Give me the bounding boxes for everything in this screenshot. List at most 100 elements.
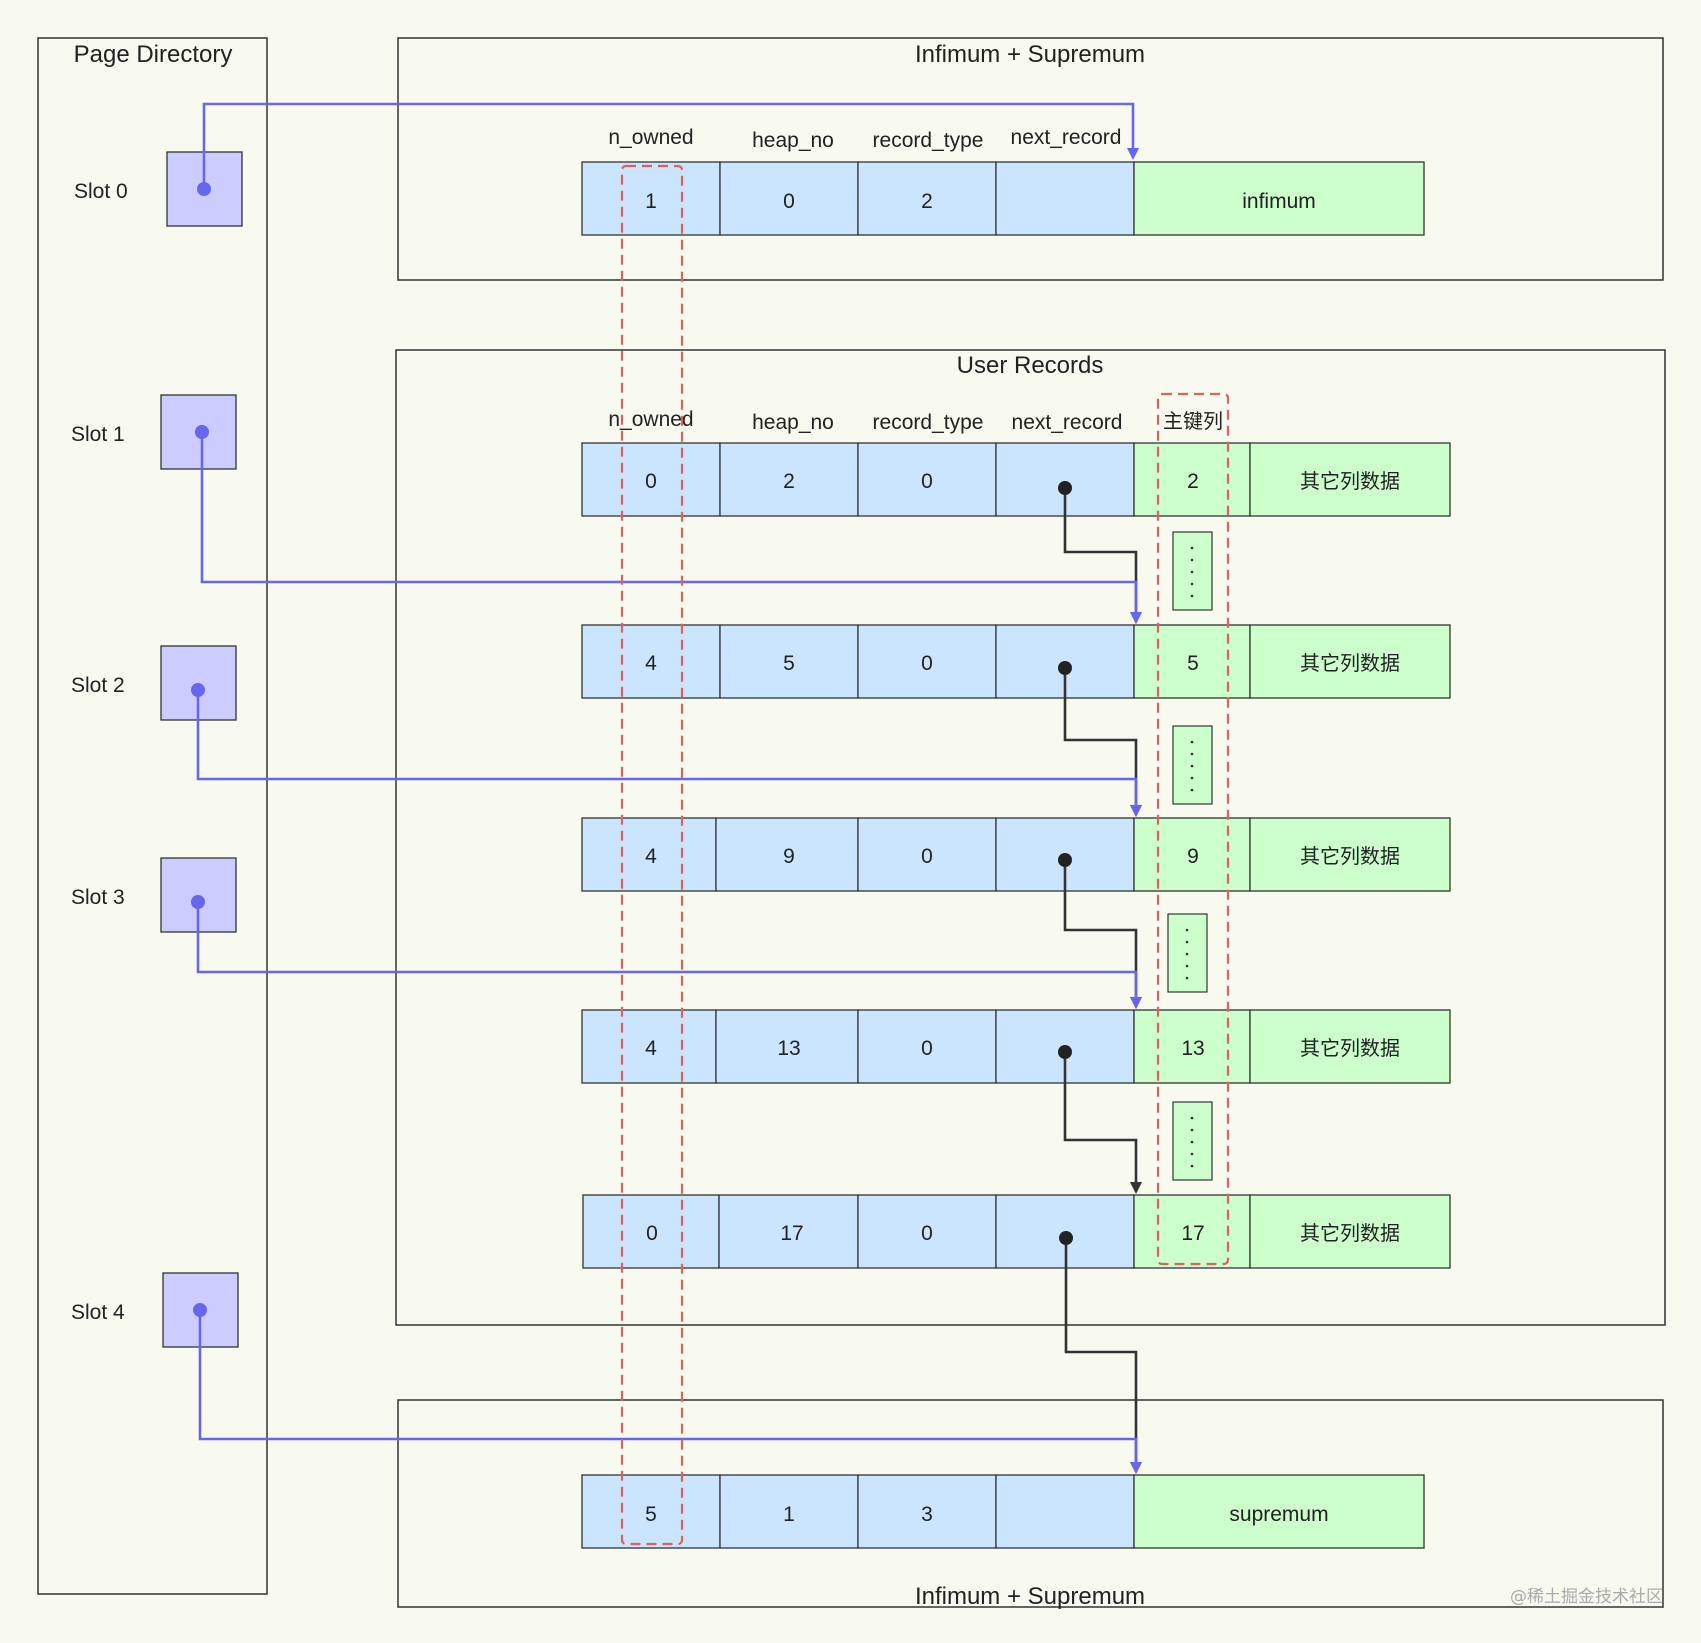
cell-key: [1133, 624, 1251, 699]
cell-record-type: [857, 817, 997, 892]
header-record-type: record_type: [873, 129, 984, 152]
cell-record-type: [857, 442, 997, 517]
value-other: 其它列数据: [1300, 844, 1400, 868]
slot-1-pointer: [200, 432, 1142, 624]
next-record-link-5: [1064, 1238, 1142, 1474]
value-heap-no: 17: [780, 1222, 803, 1245]
value-record-type: 0: [921, 470, 933, 493]
infimum-section-title: Infimum + Supremum: [915, 41, 1145, 68]
cell-heap-no: [719, 624, 859, 699]
pointer-dot: [195, 425, 209, 439]
supremum-record: 5 1 3 supremum: [581, 1474, 1425, 1549]
cell-n-owned: [581, 1474, 721, 1549]
next-record-link-2: [1063, 668, 1142, 817]
cell-n-owned: [581, 1009, 717, 1084]
value-n-owned: 4: [645, 845, 657, 868]
value-n-owned: 0: [646, 1222, 658, 1245]
slot-2: Slot 2: [71, 645, 237, 721]
user-record-row-1: 0 2 0 2 其它列数据: [581, 442, 1451, 517]
cell-other: [1249, 817, 1451, 892]
cell-record-type: [857, 1194, 997, 1269]
cell-n-owned: [581, 161, 721, 236]
value-heap-no: 2: [783, 470, 795, 493]
cell-n-owned: [581, 817, 717, 892]
slot-3: Slot 3: [71, 857, 237, 933]
value-n-owned: 1: [645, 190, 657, 213]
value-other: 其它列数据: [1300, 1221, 1400, 1245]
pointer-dot: [1059, 1231, 1073, 1245]
user-records-header: n_owned heap_no record_type next_record …: [608, 408, 1223, 434]
value-heap-no: 1: [783, 1503, 795, 1526]
cell-payload: [1133, 1474, 1425, 1549]
value-record-type: 0: [921, 1222, 933, 1245]
next-record-link-3: [1063, 860, 1142, 1009]
page-directory-frame: [37, 37, 268, 1595]
value-record-type: 2: [921, 190, 933, 213]
infimum-record: 1 0 2 infimum: [581, 161, 1425, 236]
value-key: 17: [1181, 1222, 1204, 1245]
header-n-owned: n_owned: [608, 126, 693, 149]
user-records-title: User Records: [957, 352, 1104, 379]
header-heap-no: heap_no: [752, 129, 834, 152]
slot-label: Slot 1: [71, 423, 125, 446]
value-heap-no: 13: [777, 1037, 800, 1060]
cell-other: [1249, 1194, 1451, 1269]
value-n-owned: 4: [645, 652, 657, 675]
slot-label: Slot 0: [74, 180, 128, 203]
slot-pointer-links: [191, 102, 1142, 1474]
pointer-dot: [191, 683, 205, 697]
cell-n-owned: [581, 624, 721, 699]
cell-key: [1133, 1194, 1251, 1269]
ellipsis-box-2: [1172, 725, 1213, 805]
header-heap-no: heap_no: [752, 411, 834, 434]
cell-heap-no: [719, 1474, 859, 1549]
value-payload: supremum: [1229, 1503, 1328, 1526]
next-record-link-4: [1063, 1052, 1142, 1194]
pointer-dot: [1058, 853, 1072, 867]
cell-other: [1249, 624, 1451, 699]
header-next-record: next_record: [1012, 411, 1123, 434]
pointer-dot: [191, 895, 205, 909]
slot-3-pointer: [196, 902, 1142, 1009]
infimum-header: n_owned heap_no record_type next_record: [608, 126, 1121, 152]
pointer-dot: [193, 1303, 207, 1317]
slot-0-pointer: [202, 102, 1139, 189]
pointer-dot: [1058, 481, 1072, 495]
value-key: 13: [1181, 1037, 1204, 1060]
user-record-row-4: 4 13 0 13 其它列数据: [581, 1009, 1451, 1084]
value-key: 2: [1187, 470, 1199, 493]
cell-record-type: [857, 1009, 997, 1084]
slot-1: Slot 1: [71, 394, 237, 470]
user-records-frame: [395, 349, 1666, 1326]
pointer-dot: [1058, 1045, 1072, 1059]
value-n-owned: 5: [645, 1503, 657, 1526]
value-record-type: 3: [921, 1503, 933, 1526]
slot-0: Slot 0: [74, 151, 243, 227]
header-record-type: record_type: [873, 411, 984, 434]
cell-heap-no: [718, 1194, 859, 1269]
value-record-type: 0: [921, 845, 933, 868]
ellipsis-box-1: [1172, 531, 1213, 611]
slot-label: Slot 4: [71, 1301, 125, 1324]
header-next-record: next_record: [1011, 126, 1122, 149]
user-record-row-5: 0 17 0 17 其它列数据: [582, 1194, 1451, 1269]
value-n-owned: 4: [645, 1037, 657, 1060]
header-n-owned: n_owned: [608, 408, 693, 431]
value-heap-no: 5: [783, 652, 795, 675]
pointer-dot: [197, 182, 211, 196]
cell-heap-no: [719, 442, 859, 517]
cell-other: [1249, 1009, 1451, 1084]
cell-next-record: [995, 161, 1135, 236]
header-primary-key: 主键列: [1163, 409, 1223, 433]
infimum-frame: [397, 37, 1664, 281]
slot-4-pointer: [198, 1310, 1142, 1474]
user-record-row-3: 4 9 0 9 其它列数据: [581, 817, 1451, 892]
cell-key: [1133, 817, 1251, 892]
cell-other: [1249, 442, 1451, 517]
value-other: 其它列数据: [1300, 1036, 1400, 1060]
cell-payload: [1133, 161, 1425, 236]
slot-label: Slot 3: [71, 886, 125, 909]
watermark: @稀土掘金技术社区: [1510, 1587, 1663, 1607]
value-record-type: 0: [921, 652, 933, 675]
